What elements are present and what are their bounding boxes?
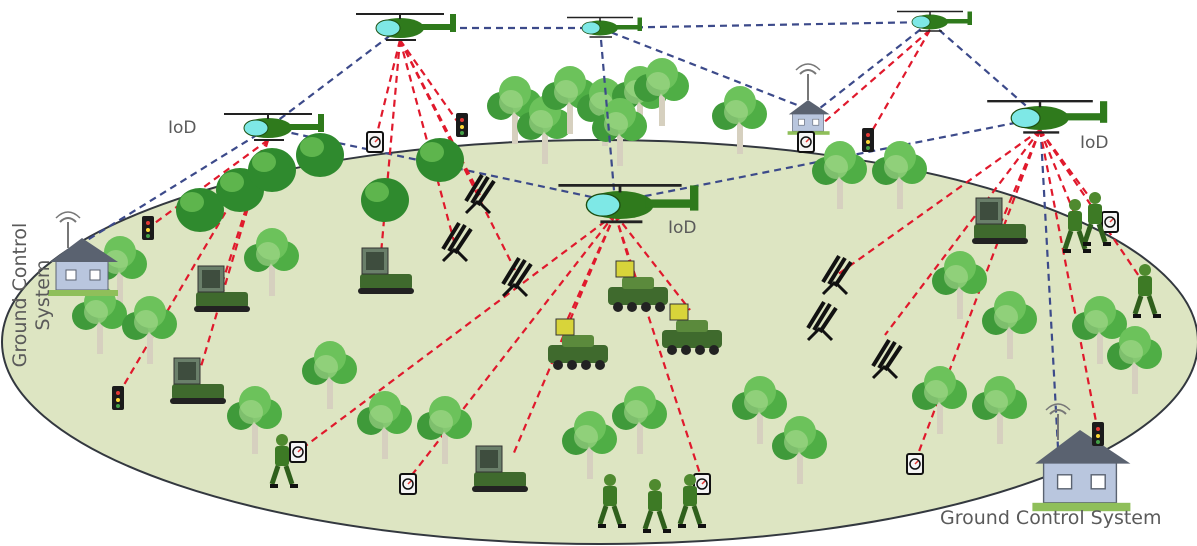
antenna-icon bbox=[795, 63, 821, 101]
ground-control-system-label-bottom: Ground Control System bbox=[940, 507, 1162, 529]
helicopter-icon bbox=[566, 16, 643, 38]
helicopter-icon bbox=[896, 10, 973, 32]
iod-label-center: IoD bbox=[668, 218, 697, 238]
iod-label-right: IoD bbox=[1080, 133, 1109, 153]
sensor-icon bbox=[862, 128, 874, 152]
camera-sensor-icon bbox=[399, 473, 417, 495]
iod-label-left: IoD bbox=[168, 118, 197, 138]
helicopter-icon bbox=[355, 13, 457, 41]
sensor-icon bbox=[1092, 422, 1104, 446]
sensor-icon bbox=[142, 216, 154, 240]
camera-sensor-icon bbox=[797, 131, 815, 153]
ground-control-system-label-left: Ground Control System bbox=[9, 215, 55, 375]
camera-sensor-icon bbox=[289, 441, 307, 463]
ground-control-label-line1: Ground Control bbox=[9, 222, 31, 368]
camera-sensor-icon bbox=[366, 131, 384, 153]
helicopter-icon bbox=[986, 99, 1109, 134]
sensor-icon bbox=[456, 113, 468, 137]
camera-sensor-icon bbox=[1101, 211, 1119, 233]
sensor-icon bbox=[112, 386, 124, 410]
camera-sensor-icon bbox=[906, 453, 924, 475]
ground-control-label-line2: System bbox=[32, 259, 54, 331]
